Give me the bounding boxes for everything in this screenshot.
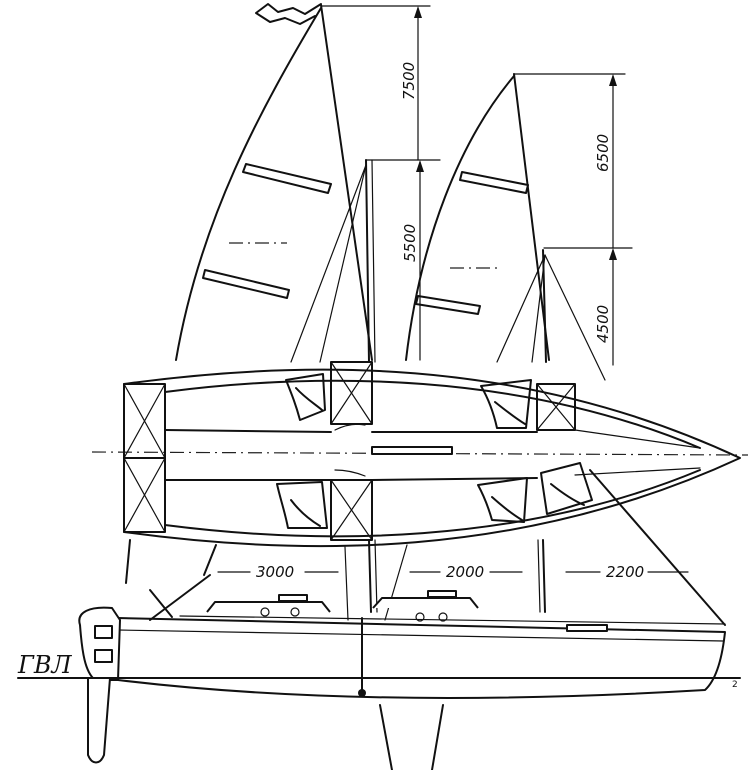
deck-inner-line-fwd	[574, 429, 701, 476]
deckhouse-fwd	[372, 597, 479, 609]
dim-label-7500: 7500	[400, 62, 418, 100]
dimension-5500: 5500	[365, 159, 441, 361]
dim-label-5500: 5500	[401, 224, 419, 262]
span-label-2000: 2000	[446, 563, 484, 581]
dimension-4500: 4500	[543, 247, 633, 366]
main-mast-frames	[330, 361, 373, 541]
mizzen-lower-section	[542, 539, 546, 613]
deck-plan	[91, 361, 749, 548]
hull-profile: ГВЛ 2	[17, 469, 741, 770]
mizzen-mast	[513, 73, 550, 361]
dim-label-6500: 6500	[594, 134, 612, 172]
mast-lower-inner	[374, 539, 378, 613]
hatch-aft	[278, 594, 308, 602]
porthole-1	[260, 607, 270, 617]
keel-line-2	[431, 704, 444, 770]
bow-mark: 2	[732, 680, 738, 690]
porthole-3	[415, 612, 425, 622]
porthole-4	[438, 612, 448, 622]
stay-right	[384, 544, 408, 621]
deck-boom	[371, 446, 453, 455]
span-label-3000: 3000	[256, 563, 294, 581]
stay-left	[344, 546, 349, 621]
stowed-sail-3	[276, 481, 328, 529]
mizzen-sail-leech	[405, 75, 515, 361]
deck-rail	[179, 615, 726, 625]
mizzen-frames	[536, 383, 576, 431]
span-dimensions: 3000 2000 2200	[217, 563, 689, 581]
tiller-arc-1	[334, 423, 366, 431]
mast-lower-section	[368, 539, 372, 613]
deck-outline	[123, 368, 741, 548]
main-batten-lower	[202, 269, 290, 299]
lower-shroud-2	[319, 164, 367, 363]
main-mast	[320, 4, 373, 361]
hull-sheer	[117, 629, 724, 642]
main-sail-foot-left	[125, 539, 131, 584]
main-sail-leech	[175, 7, 322, 361]
porthole-2	[290, 607, 300, 617]
main-sail-foot-right	[203, 544, 217, 576]
lower-shroud-1	[290, 164, 367, 363]
main-batten-upper	[242, 163, 332, 194]
outboard-bracket-1	[94, 625, 113, 639]
deck-inner-line-port	[164, 429, 538, 481]
stowed-sail-1	[285, 373, 326, 421]
hull-body	[117, 617, 726, 700]
forestay	[589, 469, 726, 626]
main-boom	[149, 574, 211, 621]
jib-rigging	[290, 159, 376, 363]
main-boom-2	[149, 589, 173, 618]
stowed-sail-4	[477, 477, 528, 523]
main-sail	[175, 3, 373, 361]
mizzen-shroud-1	[496, 254, 546, 363]
mizzen-batten-upper	[459, 171, 529, 194]
mizzen-lower-inner	[537, 539, 541, 613]
deck-centerline	[91, 451, 749, 456]
keel-line-1	[379, 704, 393, 770]
lower-mast-inner	[371, 159, 376, 363]
dimension-6500: 6500	[513, 73, 626, 249]
masthead-flag	[255, 3, 322, 25]
dim-label-4500: 4500	[594, 305, 612, 343]
mizzen-batten-lower	[415, 295, 481, 315]
lower-mast	[365, 159, 370, 363]
outboard-bracket-2	[94, 649, 113, 663]
span-label-2200: 2200	[606, 563, 644, 581]
deck-coaming	[164, 379, 701, 538]
stern-post	[78, 606, 121, 681]
deckhouse-aft	[206, 601, 331, 613]
foredeck-hatch	[566, 624, 608, 632]
mizzen-sail	[405, 73, 606, 381]
centreboard-pivot	[358, 689, 366, 697]
waterline-label: ГВЛ	[17, 651, 73, 679]
hatch-fwd	[427, 590, 457, 598]
stern-frames	[123, 383, 166, 533]
tiller-arc-2	[334, 469, 366, 477]
stowed-sail-5	[540, 462, 593, 515]
stowed-sail-2	[480, 379, 532, 429]
dimension-7500: 7500	[320, 5, 431, 161]
mizzen-shroud-2	[544, 254, 606, 381]
rudder-blade	[87, 677, 111, 764]
mizzen-shroud-3	[531, 254, 546, 363]
